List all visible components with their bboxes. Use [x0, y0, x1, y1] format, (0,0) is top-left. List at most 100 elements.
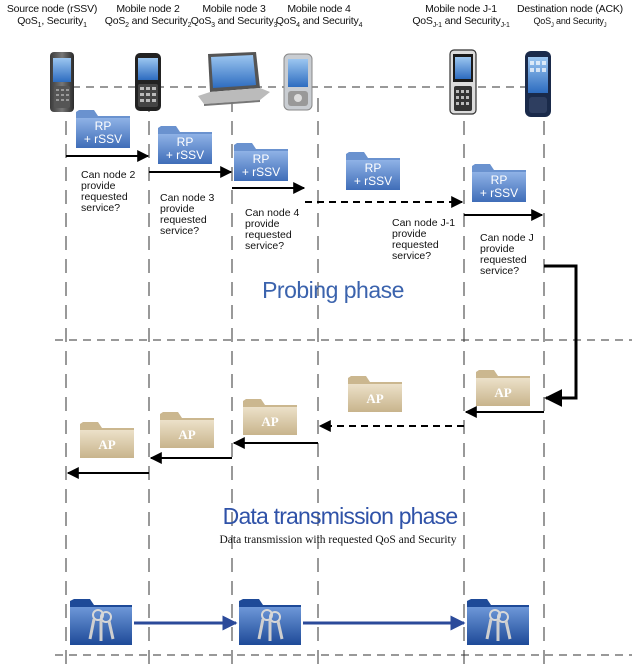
security-sub: 3: [273, 22, 278, 30]
cellphone-icon: [449, 49, 477, 115]
qos-sub: 4: [296, 22, 300, 30]
ap-label: AP: [178, 427, 195, 442]
node-title: Mobile node 3: [202, 3, 266, 15]
security-sub: 1: [83, 22, 87, 30]
sep: and: [441, 15, 465, 27]
sep: ,: [41, 15, 47, 27]
question-line: requested: [160, 214, 207, 226]
rp-label: RP: [491, 173, 508, 187]
laptop-icon: [198, 52, 270, 106]
question-line: service?: [392, 250, 431, 262]
qos-label: QoS: [17, 15, 38, 27]
question-line: provide: [480, 243, 515, 255]
node-title: Mobile node 4: [287, 3, 351, 15]
question-line: requested: [81, 191, 128, 203]
rp-folder-icon: RP + rSSV: [472, 164, 526, 202]
smartphone-icon: [525, 51, 551, 117]
sep: and: [214, 15, 238, 27]
question-line: service?: [81, 202, 120, 214]
rssv-label: + rSSV: [354, 174, 392, 188]
key-folder-icon: [467, 599, 529, 645]
question-line: requested: [245, 229, 292, 241]
rssv-label: + rSSV: [166, 148, 204, 162]
qos-sub: 3: [211, 22, 215, 30]
security-sub: J: [603, 22, 607, 29]
qos-label: QoS: [104, 15, 126, 27]
security-sub: J-1: [500, 22, 510, 30]
security-label: Security: [572, 16, 604, 26]
rssv-label: + rSSV: [480, 186, 518, 200]
key-folder-icon: [70, 599, 132, 645]
security-sub: 2: [187, 22, 192, 30]
smartphone-icon: [50, 52, 74, 112]
qos-sub: 1: [37, 22, 42, 30]
ap-label: AP: [494, 385, 511, 400]
question-line: provide: [81, 180, 116, 192]
question-line: Can node J: [480, 232, 534, 244]
question-line: Can node 3: [160, 192, 214, 204]
question-node-3: Can node 3 provide requested service?: [160, 192, 214, 237]
question-node-j: Can node J provide requested service?: [480, 232, 534, 277]
ap-folder-icon: AP: [348, 376, 402, 412]
smartphone-icon: [135, 53, 161, 111]
question-line: provide: [160, 203, 195, 215]
ap-label: AP: [261, 414, 278, 429]
probing-phase-title: Probing phase: [262, 277, 404, 303]
ack-return-arrow: [544, 264, 578, 407]
rssv-label: + rSSV: [242, 165, 280, 179]
security-label: Security: [464, 15, 501, 27]
ap-label: AP: [98, 437, 115, 452]
ap-folder-icon: AP: [243, 399, 297, 435]
sep: and: [553, 16, 573, 26]
node-title: Destination node (ACK): [517, 3, 623, 15]
security-label: Security: [46, 15, 84, 27]
sep: and: [299, 15, 323, 27]
ap-label: AP: [366, 391, 383, 406]
data-transmission-title: Data transmission phase: [222, 503, 459, 529]
node-header-mobile-4: Mobile node 4 QoS4 and Security4: [276, 3, 363, 32]
qos-label: QoS: [412, 15, 433, 27]
node-header-mobile-j-1: Mobile node J-1 QoSJ-1 and SecurityJ-1: [412, 3, 510, 32]
rp-folder-icon: RP + rSSV: [76, 110, 130, 148]
node-header-mobile-2: Mobile node 2 QoS2 and Security2: [105, 3, 192, 32]
question-node-j-1: Can node J-1 provide requested service?: [392, 217, 455, 262]
qos-label: QoS: [533, 16, 551, 26]
question-line: service?: [160, 225, 199, 237]
qos-label: QoS: [190, 15, 212, 27]
node-header-destination: Destination node (ACK) QoSJ and Security…: [517, 3, 623, 32]
qos-sub: 2: [125, 22, 129, 30]
qos-sub: J: [550, 22, 554, 29]
question-line: Can node J-1: [392, 217, 455, 229]
rp-folder-icon: RP + rSSV: [346, 152, 400, 190]
ap-folder-icon: AP: [160, 412, 214, 448]
question-line: Can node 4: [245, 207, 299, 219]
question-line: requested: [480, 254, 527, 266]
node-title: Mobile node J-1: [425, 3, 497, 15]
ap-folder-icon: AP: [476, 370, 530, 406]
rp-label: RP: [253, 152, 270, 166]
security-sub: 4: [358, 22, 363, 30]
node-title: Source node (rSSV): [6, 3, 98, 15]
sep: and: [128, 15, 152, 27]
node-title: Mobile node 2: [116, 3, 180, 15]
security-label: Security: [151, 15, 188, 27]
question-line: provide: [245, 218, 280, 230]
rp-label: RP: [365, 161, 382, 175]
question-node-4: Can node 4 provide requested service?: [245, 207, 299, 252]
question-line: Can node 2: [81, 169, 135, 181]
rp-folder-icon: RP + rSSV: [234, 143, 288, 181]
question-line: service?: [245, 240, 284, 252]
question-line: service?: [480, 265, 519, 277]
question-line: provide: [392, 228, 427, 240]
security-label: Security: [237, 15, 274, 27]
pda-icon: [283, 53, 313, 111]
ap-folder-icon: AP: [80, 422, 134, 458]
question-node-2: Can node 2 provide requested service?: [81, 169, 135, 214]
rssv-label: + rSSV: [84, 132, 122, 146]
question-line: requested: [392, 239, 439, 251]
rp-folder-icon: RP + rSSV: [158, 126, 212, 164]
node-header-mobile-3: Mobile node 3 QoS3 and Security3: [191, 3, 278, 32]
lifelines: [65, 98, 545, 671]
key-folder-icon: [239, 599, 301, 645]
